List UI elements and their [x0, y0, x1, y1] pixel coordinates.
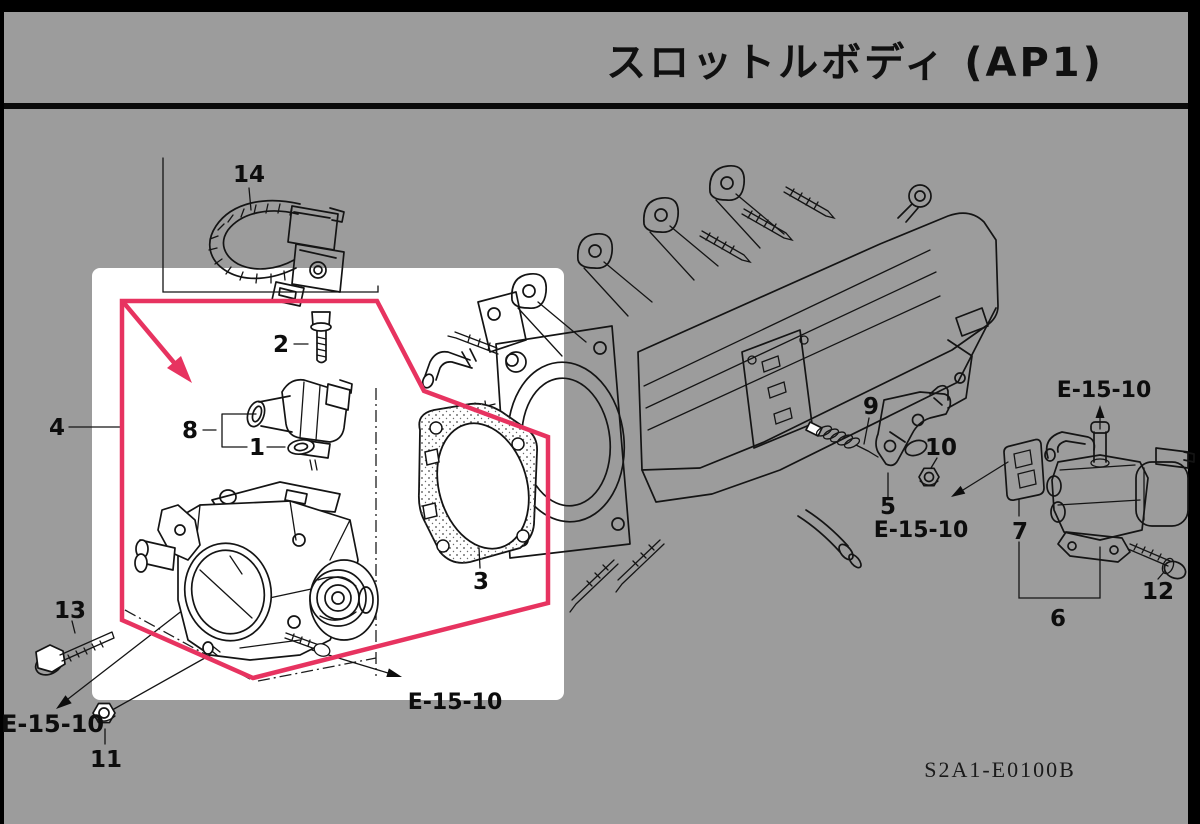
- clamp-range-bracket: [162, 157, 379, 293]
- spring-screw-9-drawing: [805, 417, 879, 458]
- right-frame-bar: [1188, 0, 1200, 824]
- reference-arrowhead-mid: [951, 485, 966, 497]
- nut-10-drawing: [918, 457, 940, 487]
- nut-11-drawing: [92, 702, 116, 745]
- callout-2: 2: [273, 332, 289, 358]
- ref-label-mid-right: E-15-10: [874, 518, 969, 543]
- callout-11: 11: [90, 747, 122, 773]
- top-frame-bar: [0, 0, 1200, 12]
- callout-14: 14: [233, 162, 265, 188]
- callout-12: 12: [1142, 579, 1174, 605]
- throttle-body-drawing: [134, 481, 379, 661]
- callout-10: 10: [925, 435, 957, 461]
- throttle-gasket-drawing: [417, 402, 538, 569]
- ref-label-bottom-left: E-15-10: [1, 710, 104, 738]
- callout-7: 7: [1012, 519, 1028, 545]
- callout-8: 8: [182, 418, 198, 444]
- callout-4: 4: [49, 415, 65, 441]
- bolt-2-drawing: [310, 311, 332, 364]
- o-ring-drawing: [287, 438, 315, 456]
- callout-1: 1: [249, 435, 265, 461]
- callout-9: 9: [863, 394, 879, 420]
- highlight-arrowhead: [167, 356, 192, 383]
- header-rule: [0, 103, 1200, 109]
- highlight-outline: [119, 298, 551, 681]
- callout-14-leader: [248, 187, 252, 211]
- callout-3: 3: [473, 569, 489, 595]
- page-title: スロットルボディ (AP1): [606, 40, 1104, 86]
- callout-13: 13: [54, 598, 86, 624]
- bracket-7-6: [1018, 499, 1101, 599]
- bracket-5-drawing: [875, 384, 952, 498]
- ref-label-bottom-center: E-15-10: [408, 690, 503, 715]
- left-frame-bar: [0, 0, 4, 824]
- bolt-13-drawing: [34, 620, 115, 676]
- bolt-12-drawing: [1127, 543, 1187, 580]
- callout-6: 6: [1050, 606, 1066, 632]
- ref-label-top-right: E-15-10: [1057, 378, 1152, 403]
- callout-5: 5: [880, 494, 896, 520]
- harness-clamp-drawing: [208, 199, 345, 307]
- callout-lines: [68, 343, 309, 448]
- reference-leader-mid: [962, 461, 1009, 491]
- diagram-code: S2A1-E0100B: [924, 757, 1076, 782]
- reference-arrowhead-top-right: [1095, 405, 1105, 418]
